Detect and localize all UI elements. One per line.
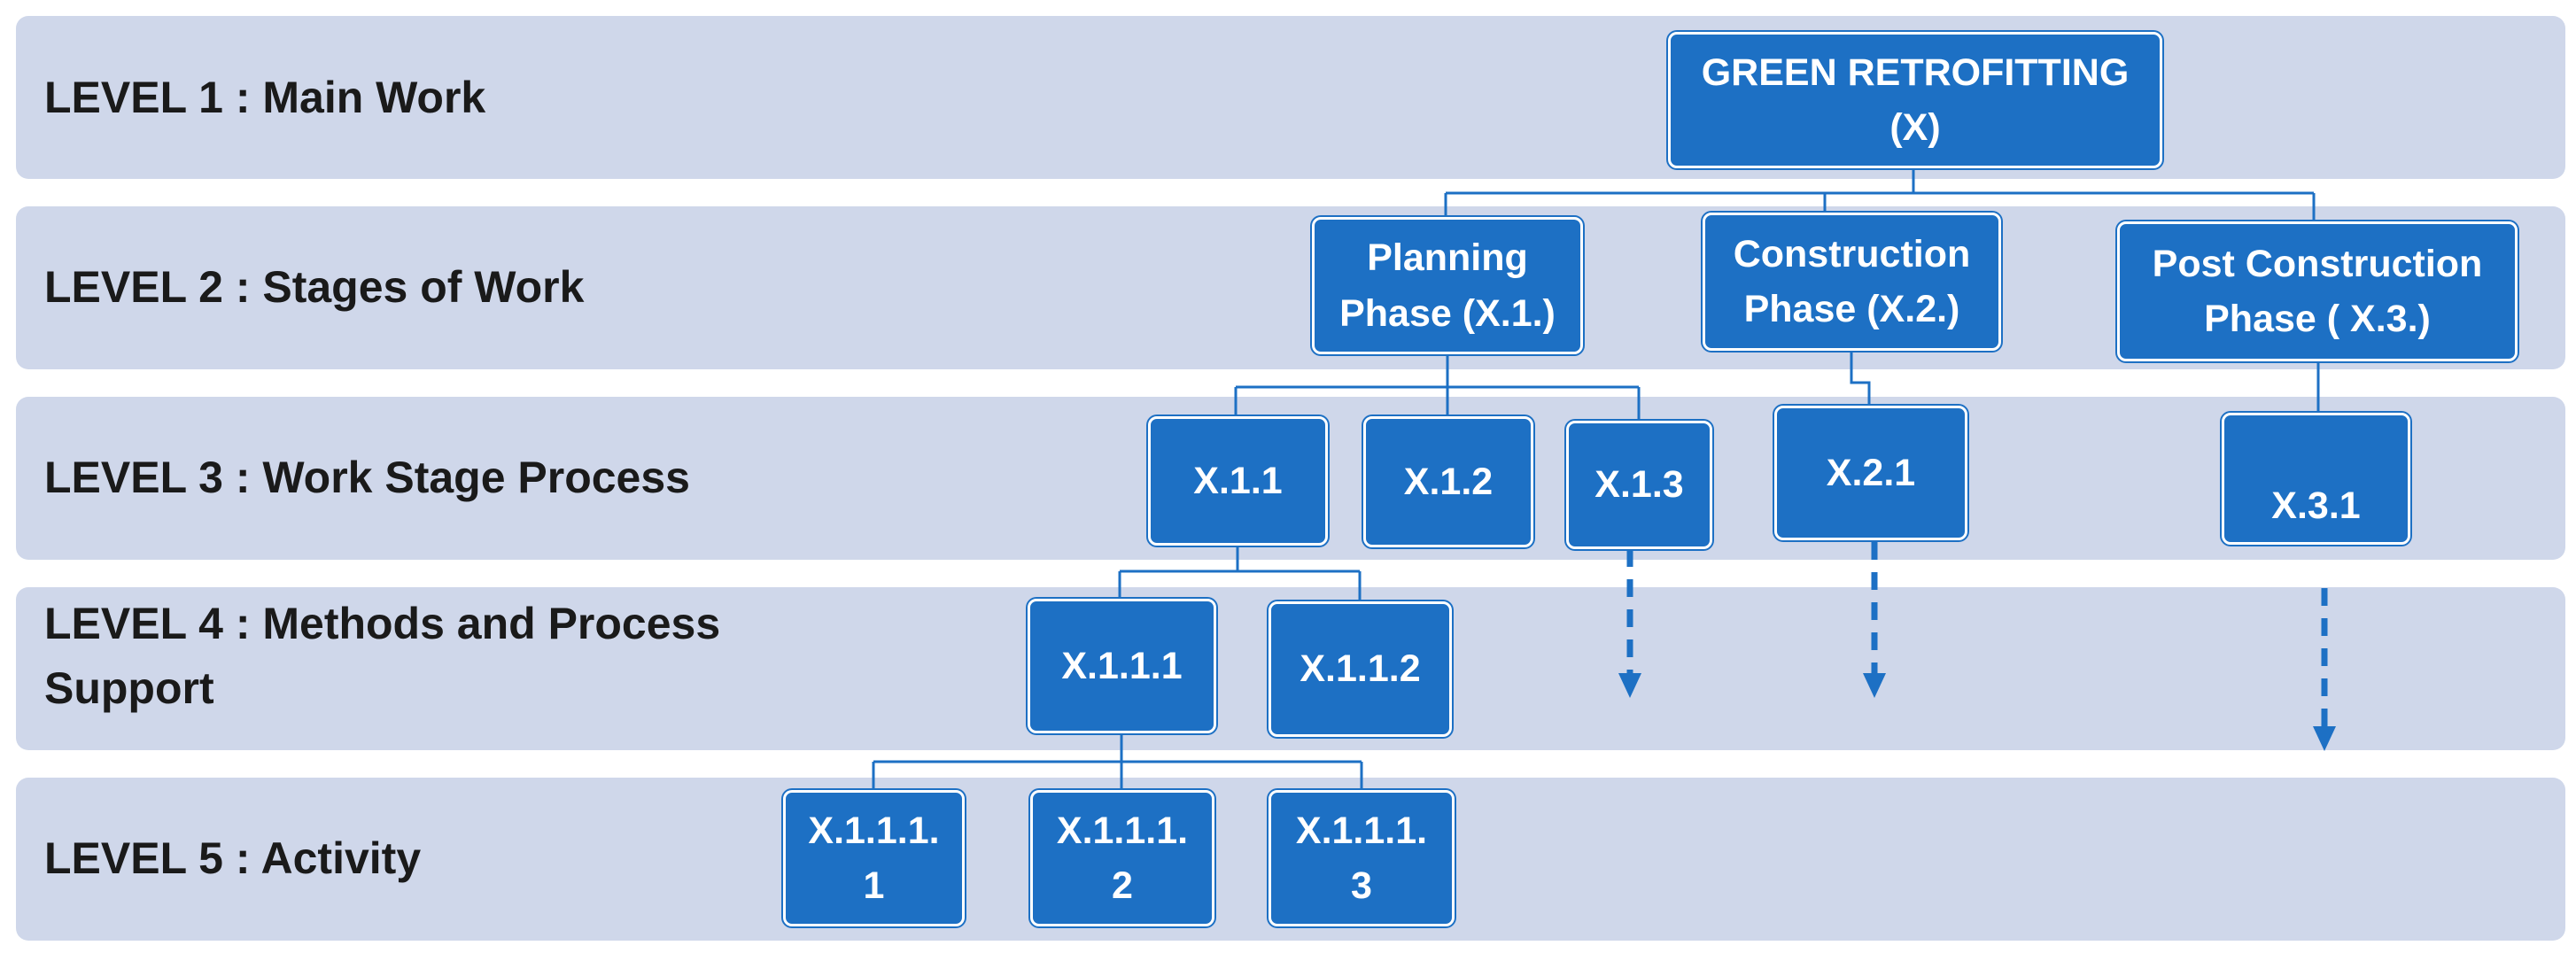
connector-root-to-stages — [1444, 168, 2316, 221]
level-3-label: LEVEL 3 : Work Stage Process — [44, 453, 690, 502]
node-post-construction-phase[interactable]: Post Construction Phase ( X.3.) — [2117, 221, 2518, 361]
node-green-retrofitting[interactable]: GREEN RETROFITTING (X) — [1668, 32, 2162, 168]
node-x112[interactable]: X.1.1.2 — [1269, 601, 1452, 737]
level-5-label: LEVEL 5 : Activity — [44, 833, 422, 883]
node-x12[interactable]: X.1.2 — [1363, 416, 1533, 547]
node-x21[interactable]: X.2.1 — [1774, 406, 1967, 540]
node-x13[interactable]: X.1.3 — [1566, 421, 1712, 549]
arrowhead-x21 — [1863, 673, 1886, 698]
connector-x111-to-activities — [872, 733, 1363, 790]
node-x111[interactable]: X.1.1.1 — [1028, 599, 1216, 733]
node-x11[interactable]: X.1.1 — [1148, 416, 1328, 546]
arrowhead-x13 — [1618, 673, 1641, 698]
arrowhead-x31 — [2313, 726, 2336, 751]
level-2-label: LEVEL 2 : Stages of Work — [44, 262, 585, 312]
node-x31[interactable]: X.3.1 — [2222, 413, 2410, 545]
node-x1113[interactable]: X.1.1.1. 3 — [1269, 790, 1455, 926]
node-planning-phase[interactable]: Planning Phase (X.1.) — [1312, 217, 1583, 354]
connector-planning-to-processes — [1234, 354, 1641, 421]
connector-x11-to-methods — [1118, 546, 1362, 601]
level-4-label: LEVEL 4 : Methods and Process Support — [44, 599, 721, 713]
level-1-label: LEVEL 1 : Main Work — [44, 73, 486, 122]
connector-construction-to-x21 — [1850, 351, 1871, 406]
node-x1111[interactable]: X.1.1.1. 1 — [783, 790, 965, 926]
node-x1112[interactable]: X.1.1.1. 2 — [1030, 790, 1214, 926]
node-construction-phase[interactable]: Construction Phase (X.2.) — [1703, 213, 2001, 351]
